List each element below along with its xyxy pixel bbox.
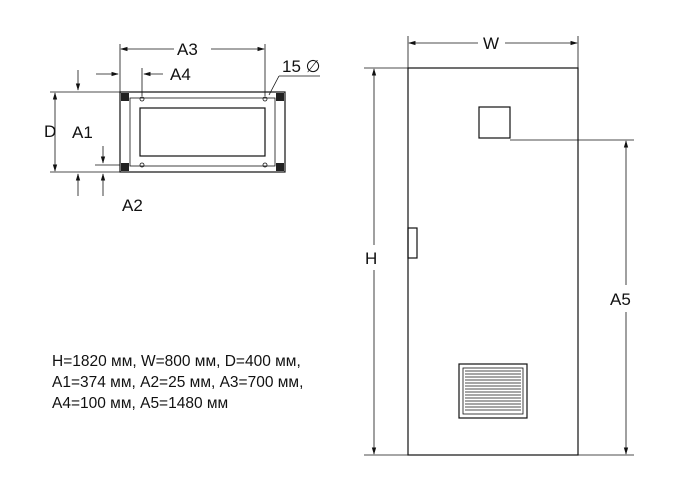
a3-label: A3 — [177, 40, 198, 59]
ventilation-grille-inner — [462, 367, 524, 415]
top-view-inner-frame — [129, 97, 276, 167]
spec-line: H=1820 мм, W=800 мм, D=400 мм, — [52, 353, 301, 370]
mounting-hole — [262, 96, 268, 102]
corner-foot-tr — [276, 93, 284, 101]
w-label: W — [483, 34, 499, 53]
cabinet-body — [407, 67, 579, 456]
h-label: H — [365, 249, 377, 268]
ventilation-grille — [458, 363, 528, 419]
door-handle — [407, 227, 418, 259]
top-view-outline — [119, 91, 286, 173]
front-view: W H A5 — [364, 34, 634, 456]
corner-foot-br — [276, 163, 284, 171]
hole-diameter-label: 15 ∅ — [282, 57, 320, 76]
mounting-hole — [139, 96, 145, 102]
a4-label: A4 — [170, 65, 191, 84]
a2-label: A2 — [122, 196, 143, 215]
spec-line: A1=374 мм, A2=25 мм, A3=700 мм, — [52, 374, 304, 391]
hole-leader — [268, 75, 280, 96]
door-lock — [478, 106, 511, 139]
corner-foot-tl — [121, 93, 129, 101]
a1-label: A1 — [72, 123, 93, 142]
dimension-specs: H=1820 мм, W=800 мм, D=400 мм, A1=374 мм… — [52, 351, 382, 414]
d-label: D — [44, 122, 56, 141]
spec-line: A4=100 мм, A5=1480 мм — [52, 395, 229, 412]
mounting-hole — [262, 162, 268, 168]
top-view: A3 A4 15 ∅ D A1 A2 — [44, 40, 320, 215]
corner-foot-bl — [121, 163, 129, 171]
ventilation-slats — [465, 370, 521, 411]
mounting-hole — [139, 162, 145, 168]
top-view-opening — [139, 107, 266, 157]
a5-label: A5 — [610, 290, 631, 309]
